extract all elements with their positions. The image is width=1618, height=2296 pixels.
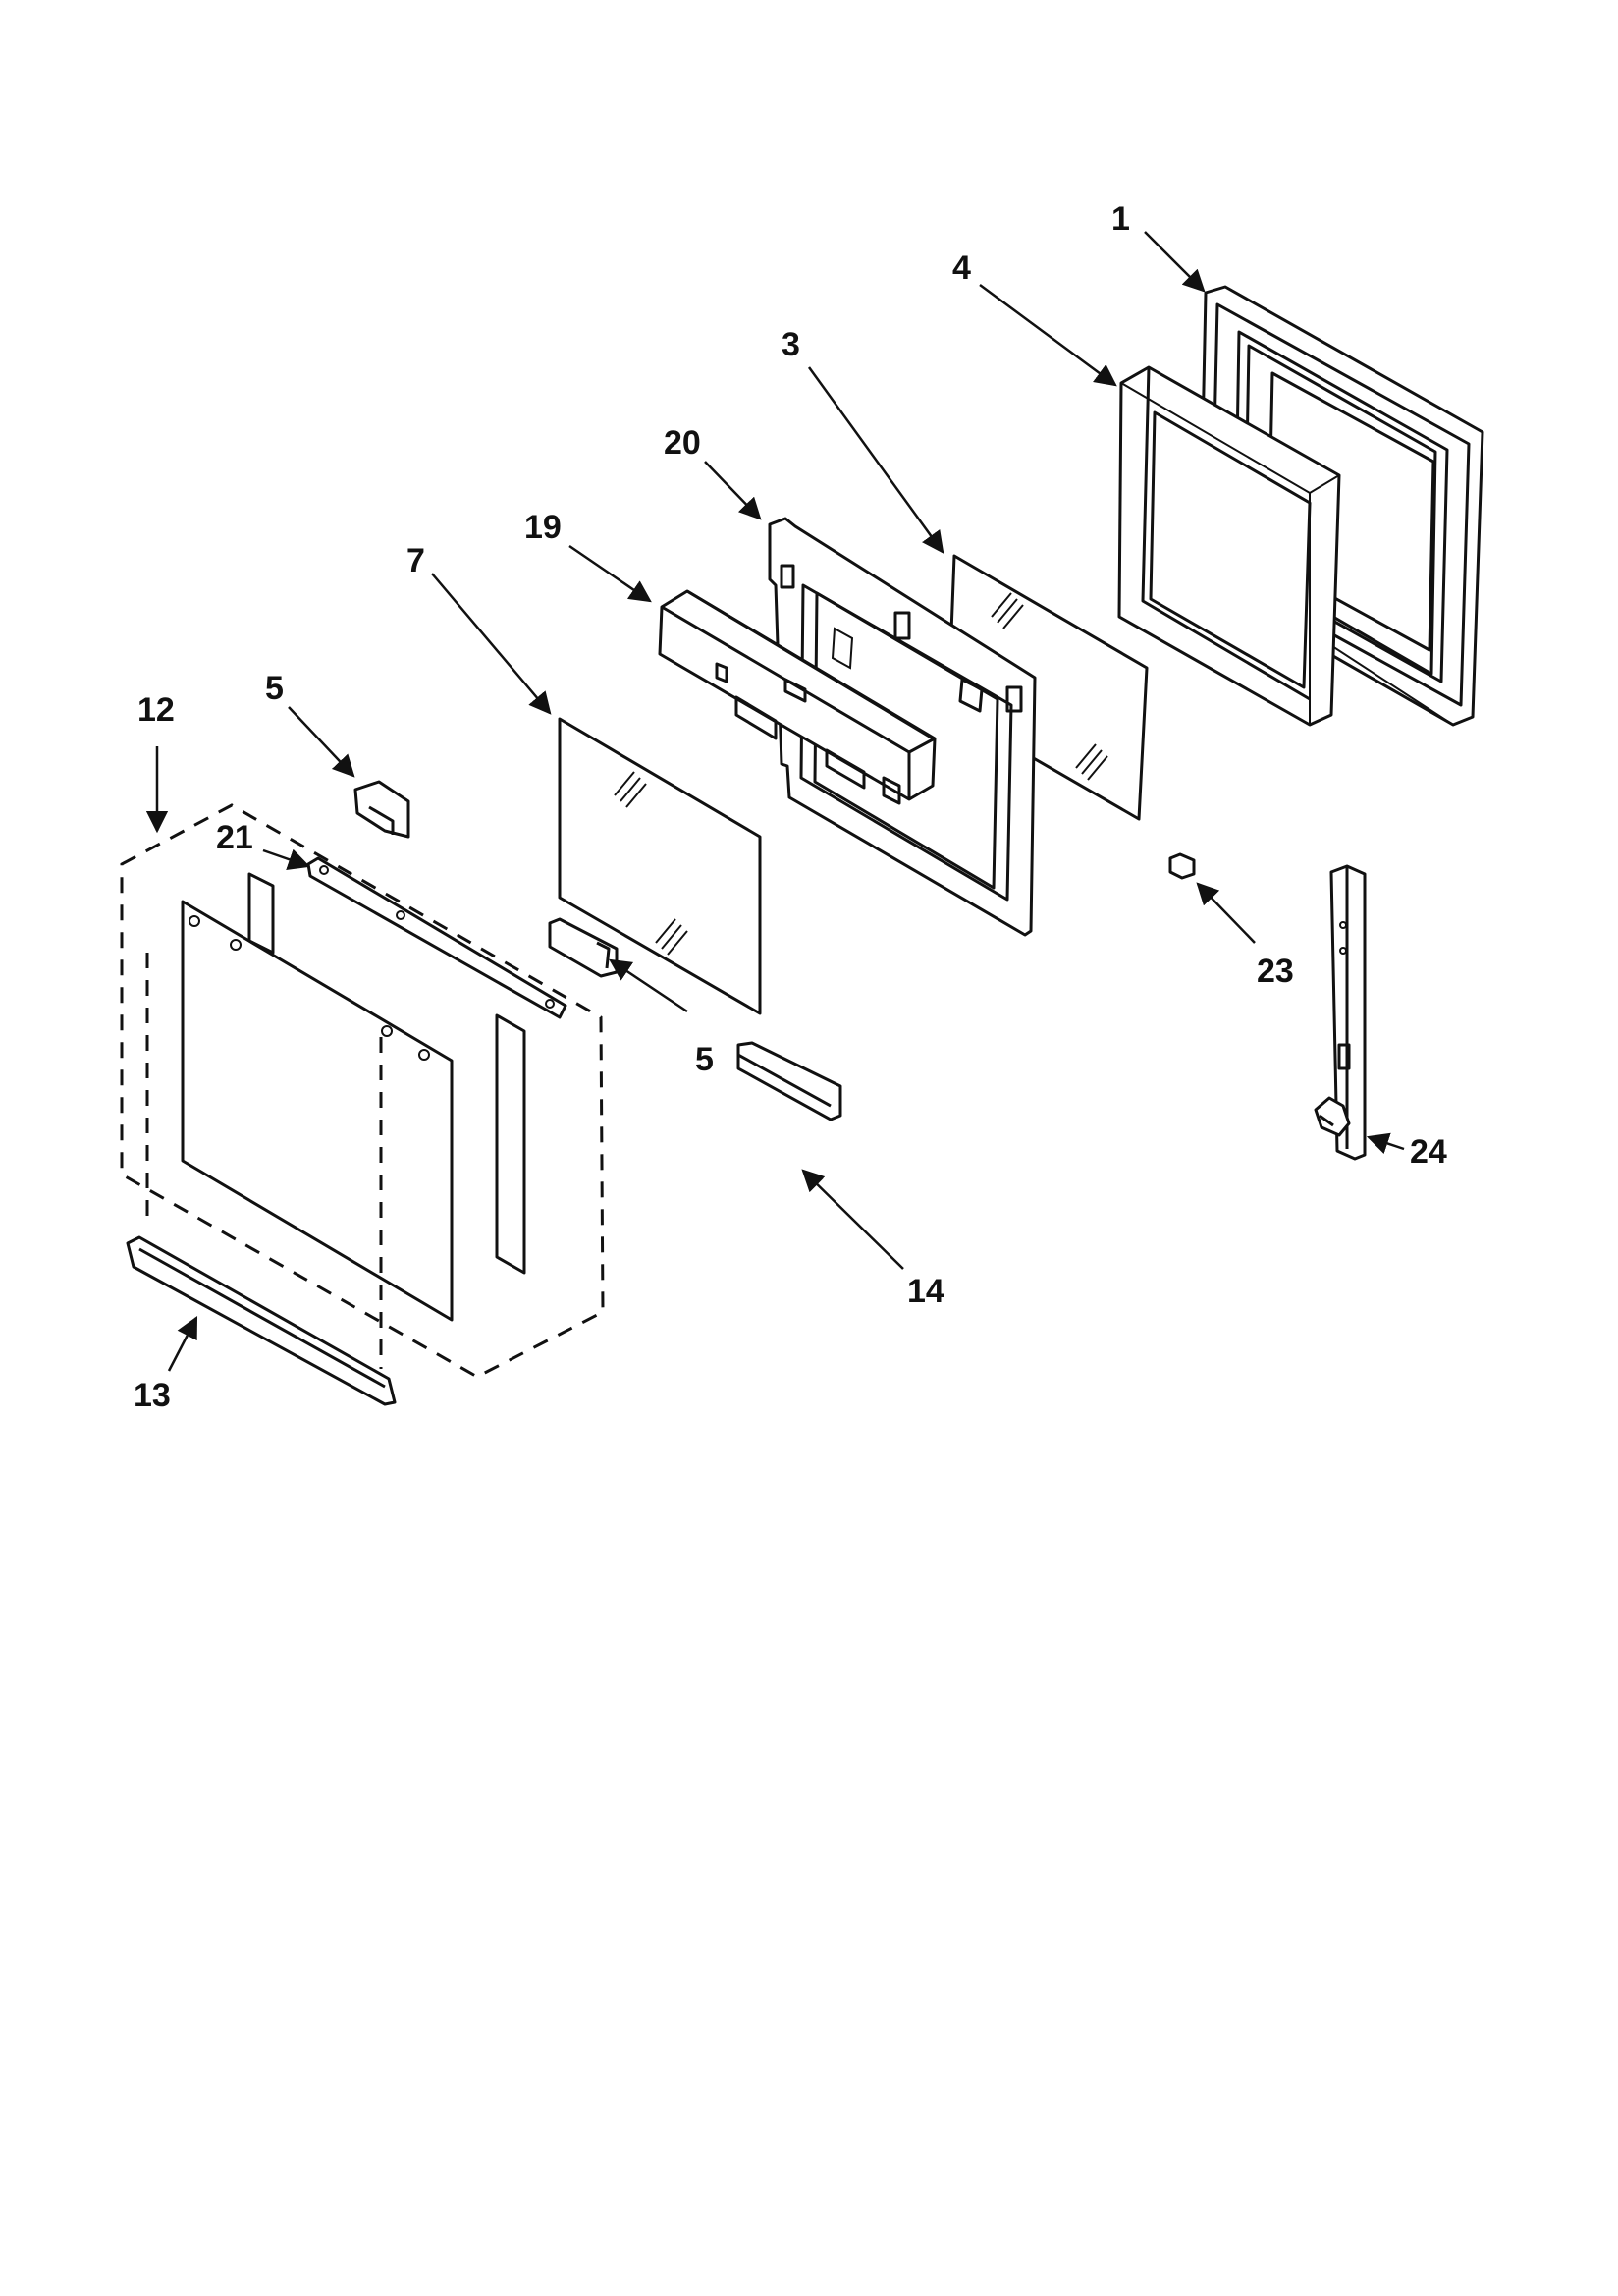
- callout-4: 4: [952, 249, 971, 287]
- callout-7: 7: [406, 542, 425, 579]
- part-5-clip-lower: [548, 917, 619, 978]
- part-5-clip-upper: [353, 780, 410, 839]
- callout-12: 12: [137, 691, 175, 729]
- callout-13: 13: [134, 1377, 171, 1414]
- part-14-vent-trim: [736, 1041, 842, 1121]
- part-7-inner-glass: [558, 717, 762, 1015]
- part-13-door-handle: [126, 1235, 397, 1406]
- callout-3: 3: [782, 326, 800, 363]
- part-23-small-clip: [1168, 852, 1196, 880]
- leader-lines: [145, 231, 1405, 1372]
- callout-1: 1: [1111, 200, 1130, 238]
- part-19-heat-shield: [658, 589, 937, 805]
- callout-19: 19: [524, 509, 562, 546]
- part-12-outer-door-assembly: [120, 803, 605, 1379]
- callout-5-lower: 5: [695, 1041, 714, 1078]
- callout-5-upper: 5: [265, 670, 284, 707]
- callout-24: 24: [1410, 1133, 1447, 1171]
- callout-20: 20: [664, 424, 701, 462]
- part-24-door-hinge: [1314, 864, 1367, 1161]
- part-21-trim-strip: [306, 856, 567, 1019]
- part-4-trim-frame: [1117, 365, 1341, 727]
- callout-23: 23: [1257, 953, 1294, 990]
- callout-labels: 1 3 4 5 5 7 12 13 14 19 20 21 23 24: [134, 200, 1447, 1414]
- callout-14: 14: [907, 1273, 944, 1310]
- callout-21: 21: [216, 819, 253, 856]
